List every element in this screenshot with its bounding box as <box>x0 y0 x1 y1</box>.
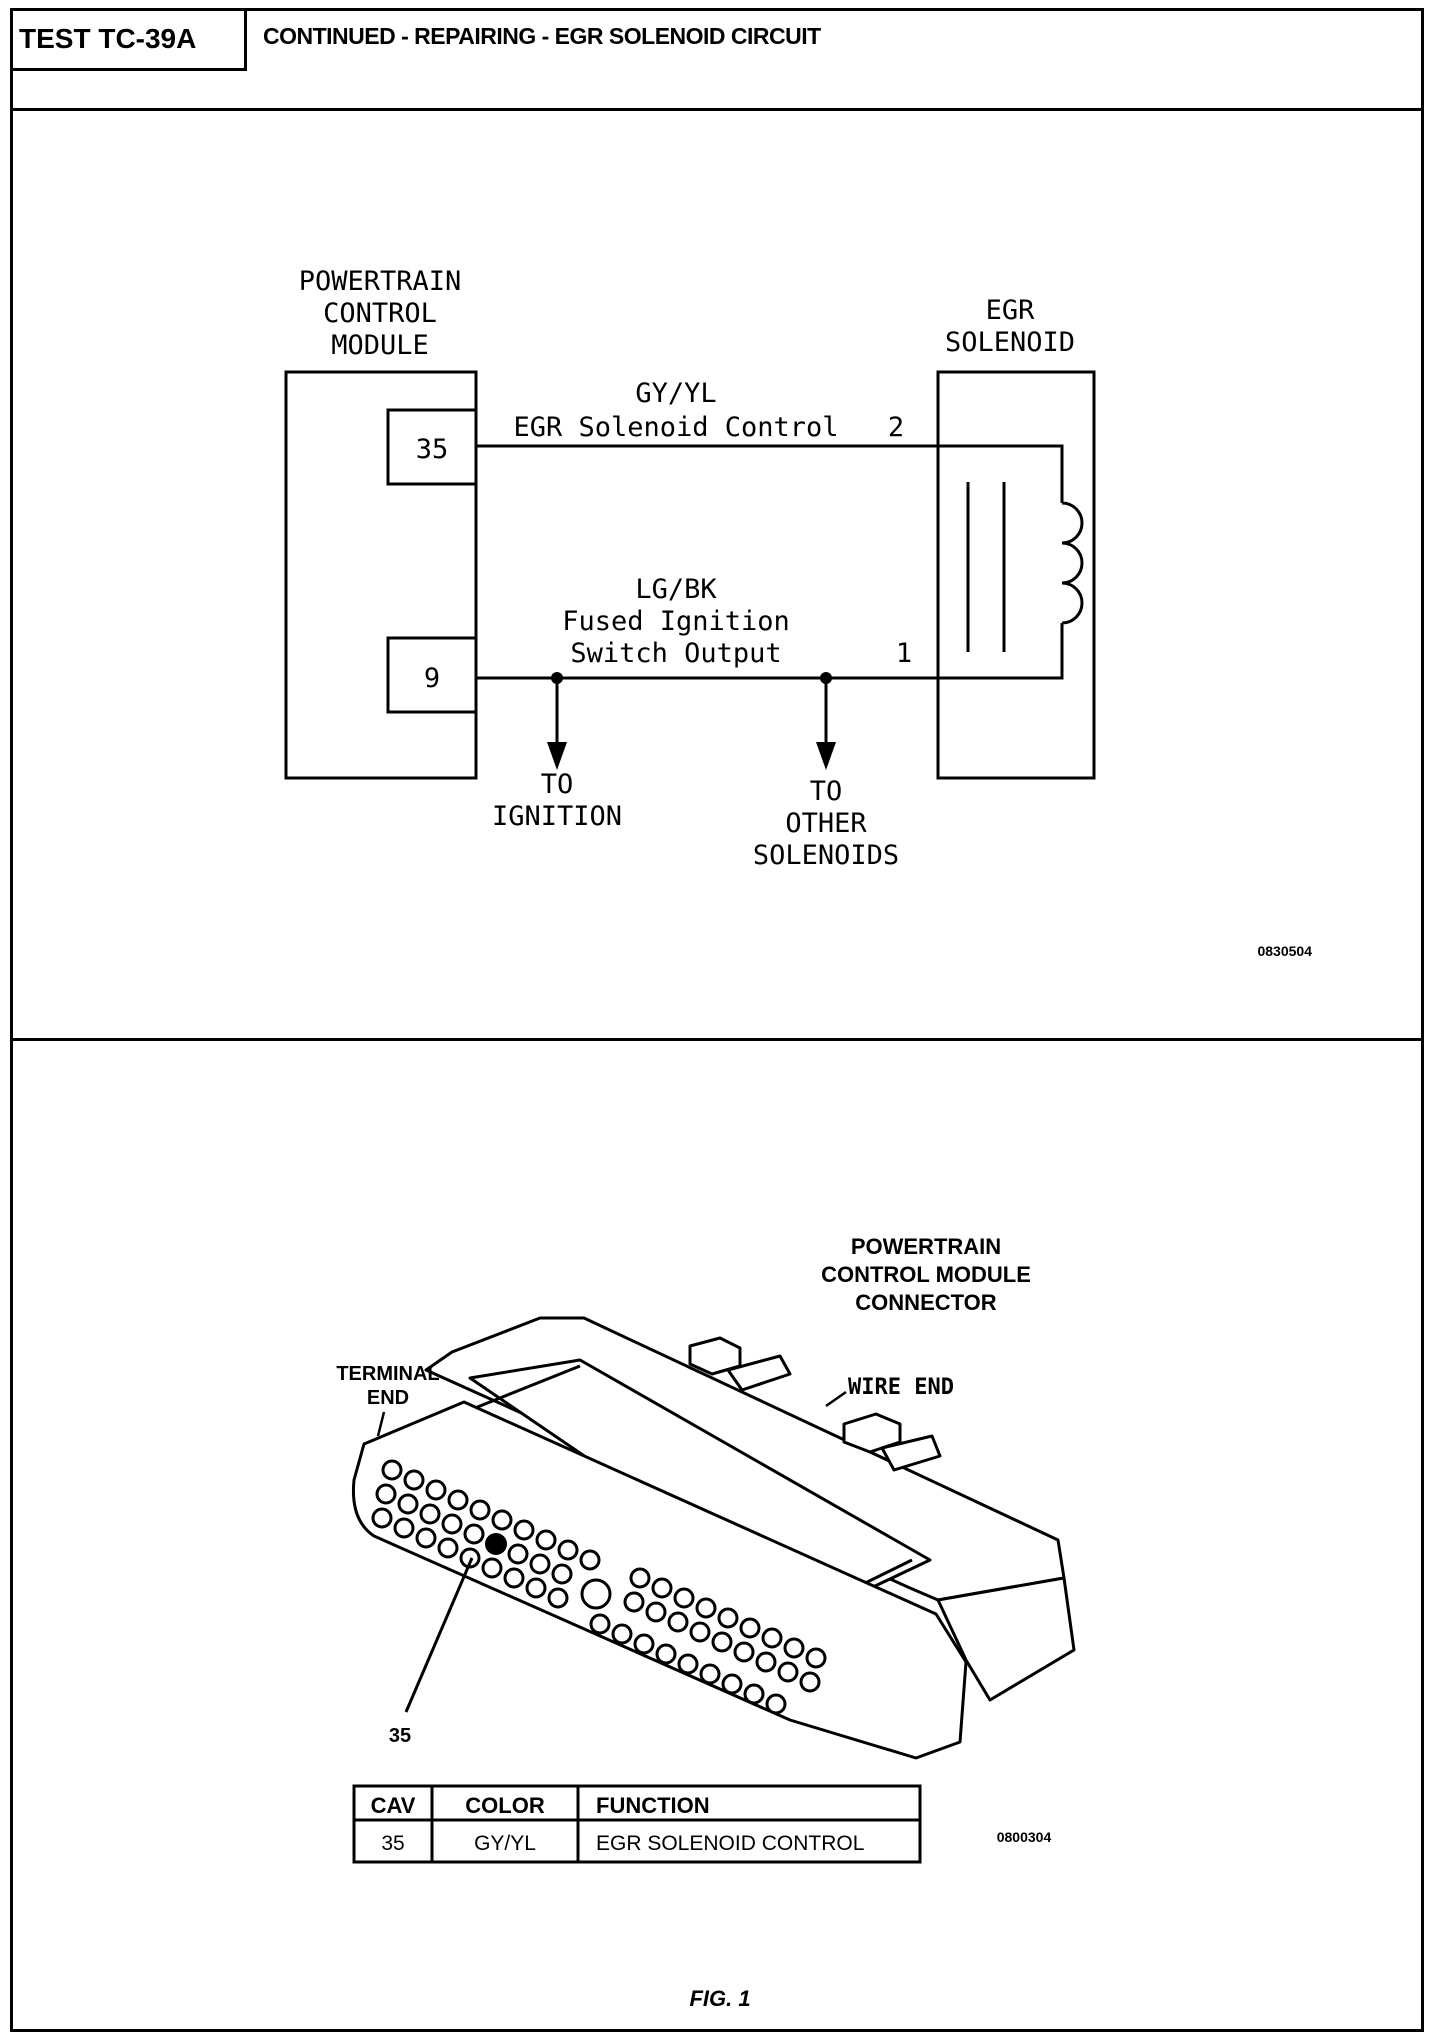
connector-figure-code: 0800304 <box>997 1829 1052 1845</box>
to-ignition-line1: TO <box>541 769 574 800</box>
cavity-35-leader <box>404 1557 474 1713</box>
table-header-cav: CAV <box>371 1793 416 1818</box>
pcm-box <box>284 370 478 780</box>
schematic-figure-code: 0830504 <box>1257 943 1312 959</box>
wire-top-color: GY/YL <box>635 378 716 409</box>
egr-label-line2: SOLENOID <box>945 327 1075 358</box>
arrow-other <box>816 742 836 770</box>
cavity-table <box>352 1784 922 1864</box>
to-other-line2: OTHER <box>785 808 867 839</box>
solenoid-coil-symbol <box>938 444 1084 680</box>
pcm-pin-9-box <box>386 636 478 714</box>
egr-solenoid-box <box>936 370 1096 780</box>
header: TEST TC-39A CONTINUED - REPAIRING - EGR … <box>13 11 1421 111</box>
test-id: TEST TC-39A <box>13 11 247 71</box>
pcm-connector-body <box>351 1316 1076 1760</box>
wire-end-label: WIRE END <box>848 1375 954 1400</box>
table-header-color: COLOR <box>465 1793 545 1818</box>
pcm-pin-9: 9 <box>424 663 440 694</box>
wire-bottom-name-line1: Fused Ignition <box>562 606 790 637</box>
to-other-line3: SOLENOIDS <box>753 840 899 871</box>
wire-top-name: EGR Solenoid Control <box>513 412 838 443</box>
figure-caption: FIG. 1 <box>689 1986 750 2011</box>
arrow-ignition <box>547 742 567 770</box>
connector-title-line1: POWERTRAIN <box>851 1234 1001 1259</box>
table-header-function: FUNCTION <box>596 1793 710 1818</box>
to-ignition-line2: IGNITION <box>492 801 622 832</box>
wire-bottom-name-line2: Switch Output <box>570 638 781 669</box>
connector-cavities <box>371 1459 827 1715</box>
egr-label: EGR SOLENOID <box>945 295 1075 358</box>
cavity-35-marker <box>485 1533 507 1555</box>
table-cell-cav: 35 <box>381 1832 404 1855</box>
wire-end-leader <box>825 1390 847 1408</box>
to-other-line1: TO <box>810 776 843 807</box>
table-cell-function: EGR SOLENOID CONTROL <box>596 1832 864 1855</box>
page-frame: TEST TC-39A CONTINUED - REPAIRING - EGR … <box>10 8 1424 2032</box>
pcm-pin-35: 35 <box>416 434 449 465</box>
pcm-label-line1: POWERTRAIN <box>299 266 462 297</box>
connector-title-line2: CONTROL MODULE <box>821 1262 1031 1287</box>
pcm-label-line3: MODULE <box>331 330 429 361</box>
connector-title-line3: CONNECTOR <box>855 1290 996 1315</box>
terminal-end-line1: TERMINAL <box>336 1363 439 1385</box>
wire-bottom-color: LG/BK <box>635 574 717 605</box>
table-cell-color: GY/YL <box>474 1832 536 1855</box>
wire-top-pin: 2 <box>888 412 904 443</box>
cavity-35-callout: 35 <box>389 1725 411 1747</box>
section-divider <box>13 1038 1421 1041</box>
pcm-label-line2: CONTROL <box>323 298 437 329</box>
terminal-end-line2: END <box>367 1387 409 1409</box>
wire-bottom-pin: 1 <box>896 638 912 669</box>
header-title: CONTINUED - REPAIRING - EGR SOLENOID CIR… <box>263 23 821 49</box>
terminal-end-leader <box>376 1411 386 1437</box>
pcm-label: POWERTRAIN CONTROL MODULE <box>299 266 462 361</box>
egr-label-line1: EGR <box>986 295 1036 326</box>
